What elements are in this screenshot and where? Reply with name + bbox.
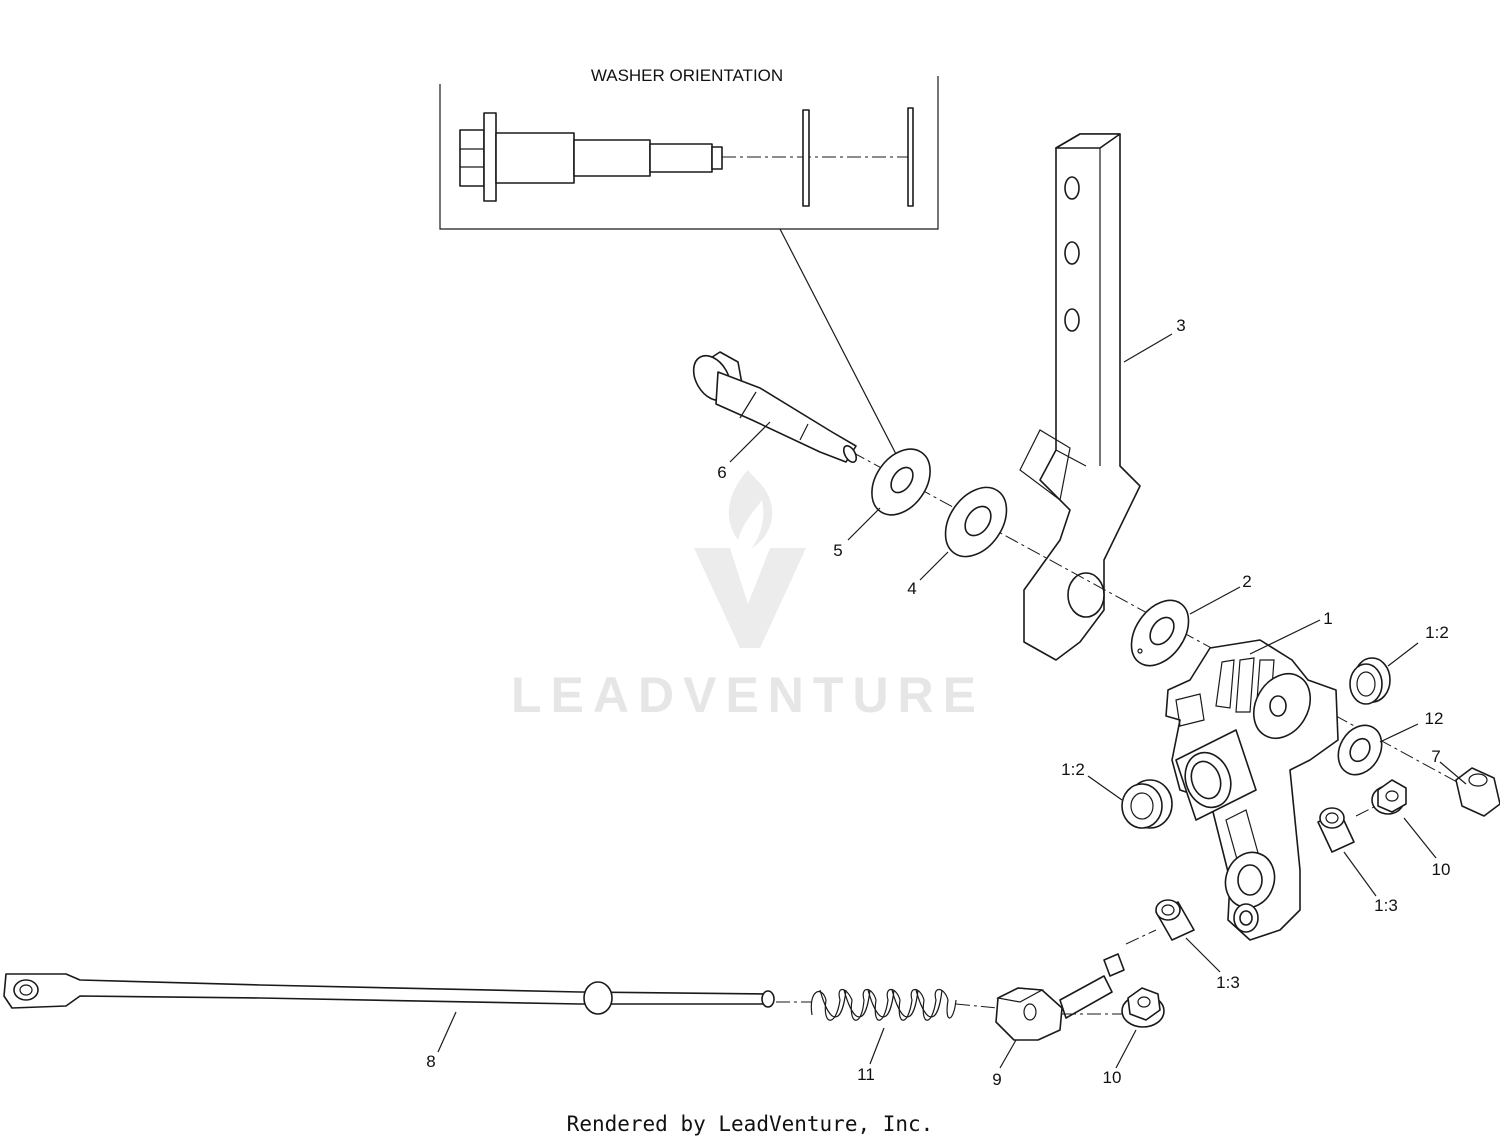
inset-bolt-flange [483,112,497,202]
washer-4 [944,486,1008,558]
flange-nut-lower [1121,987,1165,1028]
pedal-arm [1019,133,1141,661]
callout-1-3-upper: 1:3 [1374,896,1398,915]
spring-11 [810,988,957,1021]
callouts: 3 6 5 4 2 1 1:2 12 7 1:2 10 1:3 1:3 10 9… [426,316,1450,1089]
bushing-lower-left [1121,779,1173,829]
callout-9: 9 [992,1070,1001,1089]
leadventure-watermark: LEADVENTURE [511,470,985,723]
rod-8 [3,973,775,1015]
washer-12 [1337,724,1383,776]
hex-nut-7 [1455,767,1500,817]
washer-5 [871,448,931,516]
callout-12: 12 [1425,709,1444,728]
flange-nut-upper [1371,779,1407,815]
inset-title: WASHER ORIENTATION [591,66,783,85]
callout-1-2-upper: 1:2 [1425,623,1449,642]
leader-lines [437,333,1467,1069]
watermark-text: LEADVENTURE [511,667,985,723]
clevis-9 [995,953,1125,1041]
callout-1-2-lower: 1:2 [1061,760,1085,779]
callout-5: 5 [833,541,842,560]
shoulder-bolt [692,351,858,463]
callout-8: 8 [426,1052,435,1071]
washer-2 [1130,599,1190,667]
callout-6: 6 [717,463,726,482]
bracket-assembly [1165,639,1339,941]
rendered-by-footer: Rendered by LeadVenture, Inc. [566,1112,934,1136]
callout-7: 7 [1431,747,1440,766]
spacer-upper [1317,807,1355,853]
callout-3: 3 [1176,316,1185,335]
callout-1-3-lower: 1:3 [1216,973,1240,992]
bushing-upper-right [1349,657,1391,705]
inset-washer-curved [802,109,810,207]
callout-2: 2 [1242,572,1251,591]
callout-10-lower: 10 [1103,1068,1122,1087]
callout-11: 11 [857,1065,875,1084]
spacer-lower [1155,899,1195,941]
inset-bolt-head [459,129,485,187]
inset-washer-flat [907,107,914,207]
callout-1: 1 [1323,609,1332,628]
washer-orientation-inset: WASHER ORIENTATION [439,66,939,230]
callout-4: 4 [907,579,916,598]
callout-10-upper: 10 [1432,860,1451,879]
